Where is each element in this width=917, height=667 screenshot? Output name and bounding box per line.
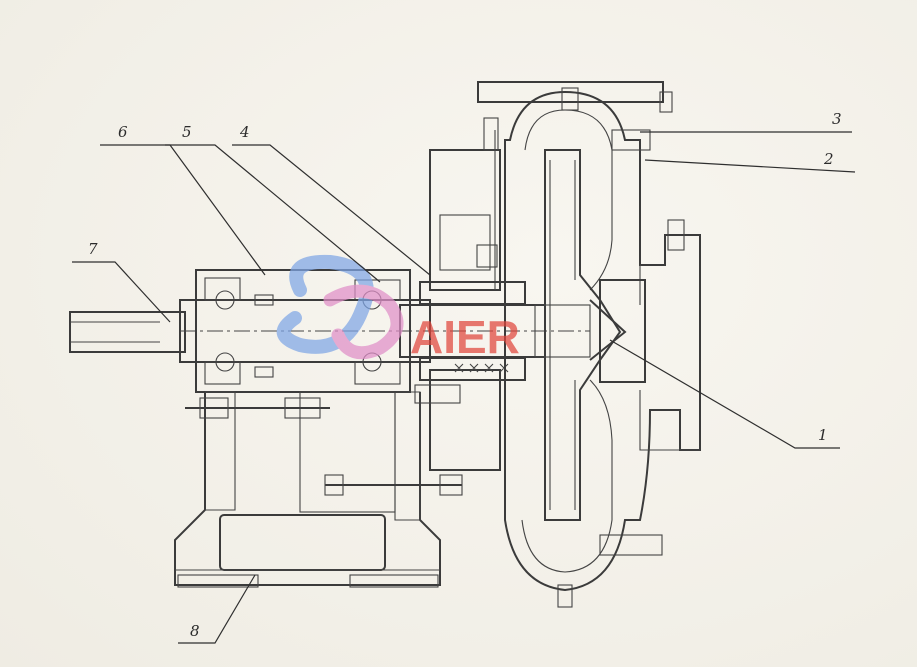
watermark-text: AIER [410, 311, 520, 363]
label-part-3: 3 [832, 110, 842, 128]
part-labels: 6 5 4 7 3 2 1 8 [88, 110, 842, 640]
frame-pedestal [174, 391, 463, 588]
label-part-8: 8 [190, 622, 200, 640]
watermark-logo: AIER [276, 254, 520, 363]
label-part-1: 1 [818, 426, 828, 444]
label-part-4: 4 [239, 123, 250, 141]
label-part-2: 2 [823, 150, 834, 168]
frame-plate [429, 117, 501, 471]
label-part-5: 5 [182, 123, 192, 141]
stuffing-box [414, 281, 526, 404]
label-part-6: 6 [118, 123, 128, 141]
impeller [534, 149, 646, 521]
label-part-7: 7 [88, 240, 98, 258]
pump-casing [477, 81, 701, 608]
leader-lines [72, 131, 856, 644]
